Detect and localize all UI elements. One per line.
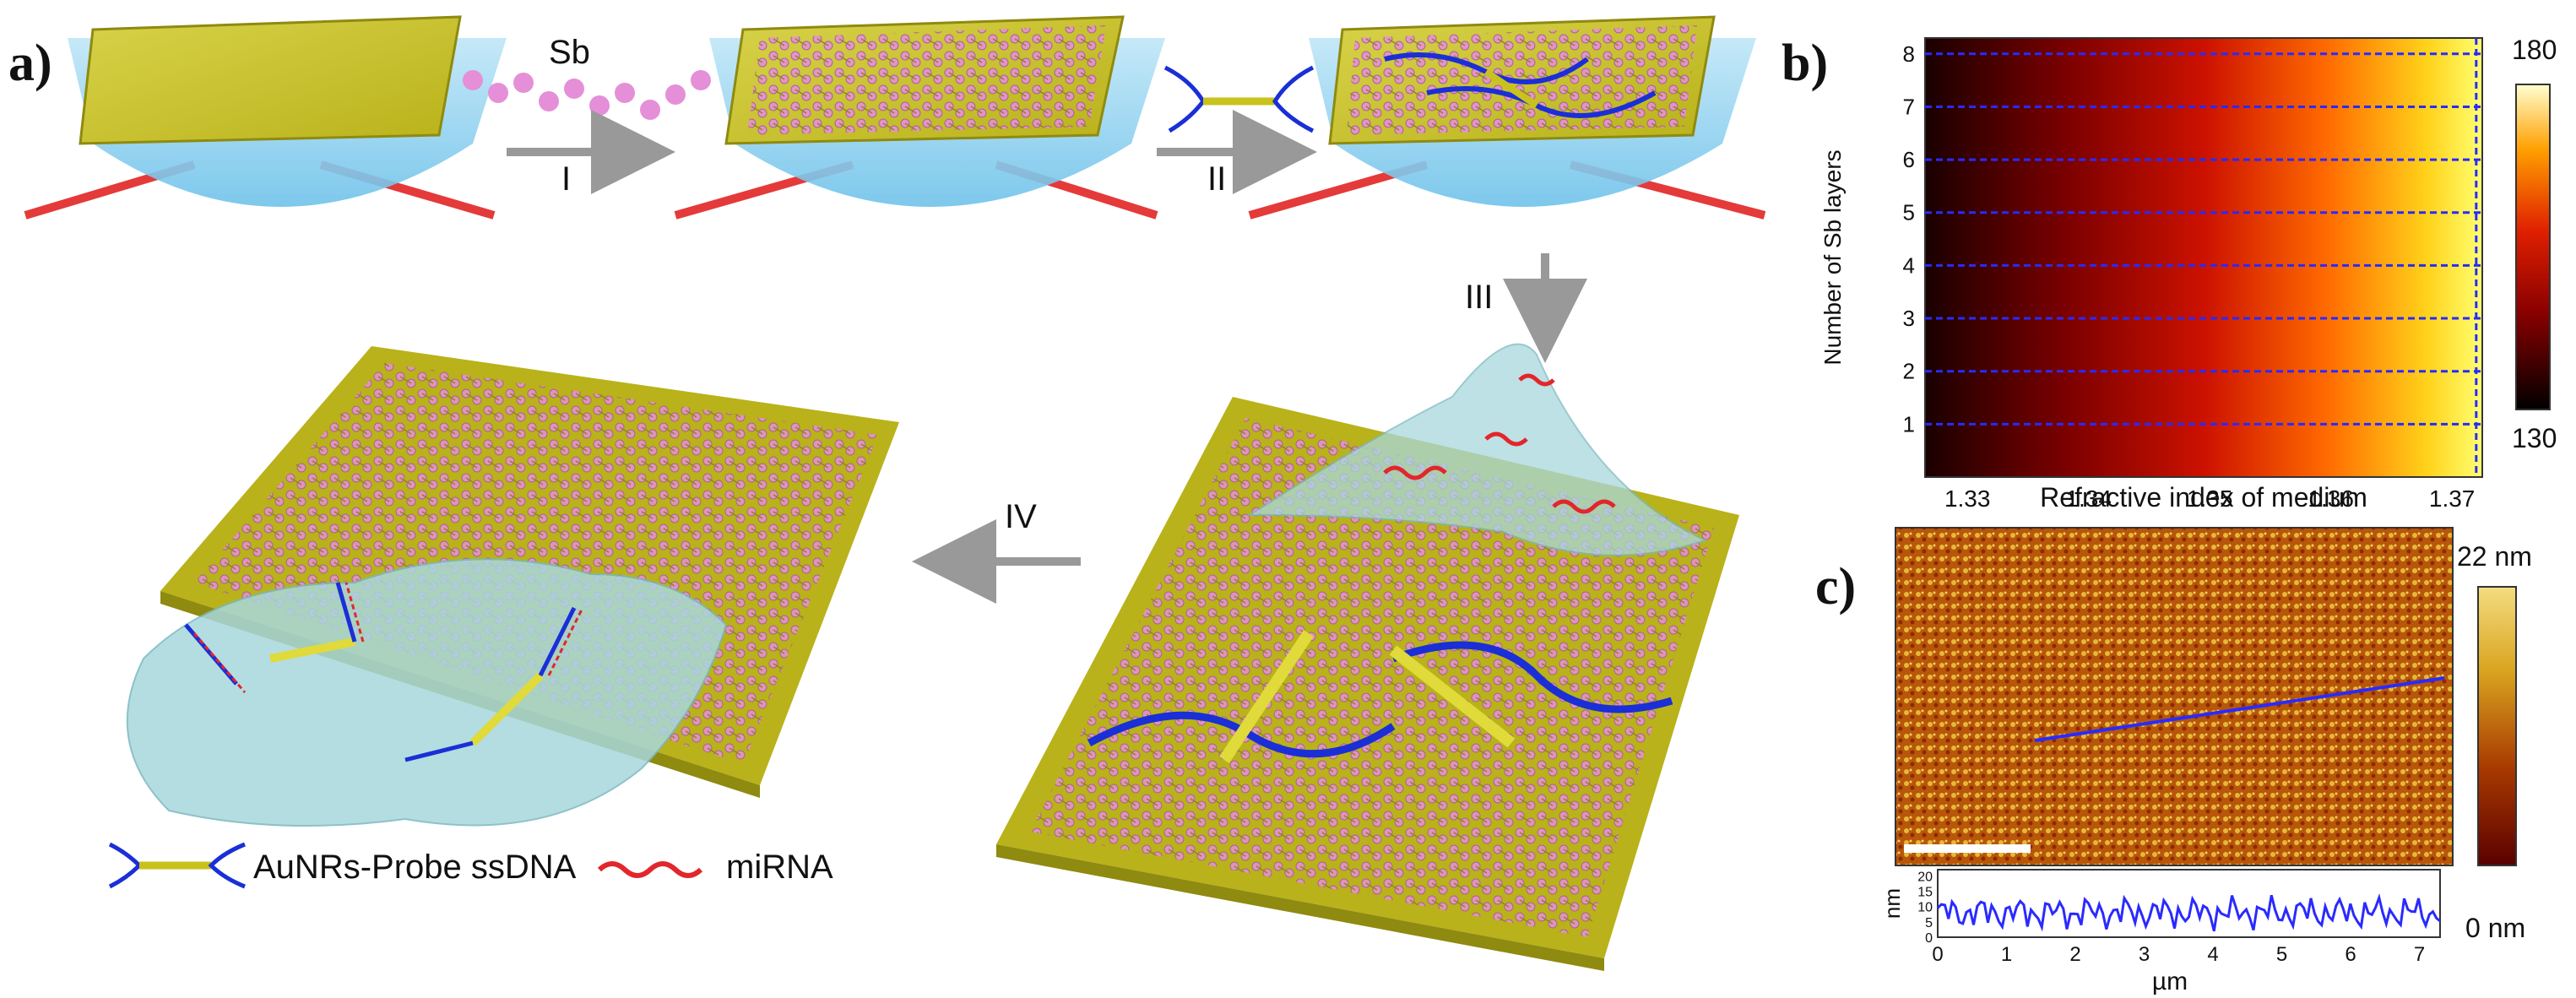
y-tick-label: 8	[1903, 41, 1915, 67]
y-tick-label: 6	[1903, 147, 1915, 172]
probe-icon	[1163, 65, 1315, 133]
y-tick-label: 2	[1903, 359, 1915, 384]
profile-x-tick: 7	[2414, 943, 2425, 966]
spr-prism-probe-loaded	[1248, 15, 1766, 220]
profile-y-axis-label: nm	[1879, 888, 1905, 919]
step-2-label: II	[1207, 160, 1226, 198]
afm-colorbar-min: 0 nm	[2465, 913, 2525, 943]
y-tick-label: 7	[1903, 94, 1915, 119]
profile-x-tick: 1	[2001, 943, 2012, 966]
heatmap-plot-area	[1924, 37, 2483, 478]
legend-mirna-label: miRNA	[726, 849, 833, 886]
x-tick-label: 1.35	[2187, 485, 2233, 512]
afm-colorbar-max: 22 nm	[2457, 541, 2532, 572]
scale-bar	[1904, 844, 2031, 853]
legend-probe	[108, 842, 246, 889]
x-axis-label: Refractive index of medium	[2040, 482, 2367, 513]
y-tick-label: 3	[1903, 306, 1915, 331]
sb-label: Sb	[549, 34, 590, 71]
profile-trace	[1936, 892, 2441, 932]
profile-x-tick: 6	[2345, 943, 2356, 966]
chip-with-mirna-drop	[996, 343, 1739, 971]
afm-image	[1895, 527, 2454, 866]
chip-hybridized	[126, 346, 899, 827]
step-1-label: I	[561, 160, 571, 198]
x-tick-label: 1.36	[2308, 485, 2354, 512]
profile-x-tick: 0	[1932, 943, 1943, 966]
profile-y-tick: 0	[1925, 931, 1933, 946]
profile-x-tick: 3	[2139, 943, 2150, 966]
colorbar-max: 180	[2512, 35, 2557, 65]
x-tick-label: 1.37	[2429, 485, 2476, 512]
panel-c-label: c)	[1815, 558, 1856, 616]
sb-molecules-icon	[463, 70, 711, 120]
panel-b-label: b)	[1782, 35, 1828, 92]
profile-x-tick: 5	[2276, 943, 2287, 966]
profile-y-tick: 5	[1925, 916, 1933, 930]
heatmap-chart: 1.33 1.34 1.35 1.36 1.37 1 2 3 4 5 6 7 8 Refractive…	[1819, 35, 2557, 513]
y-axis-label: Number of Sb layers	[1819, 149, 1846, 365]
x-tick-labels: 1.33 1.34 1.35 1.36 1.37	[1944, 485, 2475, 512]
y-tick-label: 4	[1903, 252, 1915, 278]
profile-y-tick: 10	[1917, 901, 1933, 915]
panel-a-label: a)	[8, 35, 52, 92]
x-tick-label: 1.34	[2065, 485, 2112, 512]
step-4-label: IV	[1005, 498, 1037, 535]
profile-y-tick: 20	[1917, 870, 1933, 884]
layer-lines	[1925, 52, 2482, 426]
profile-x-tick: 2	[2069, 943, 2080, 966]
y-tick-label: 5	[1903, 200, 1915, 225]
y-tick-labels: 1 2 3 4 5 6 7 8	[1903, 41, 1915, 437]
profile-x-axis-label: µm	[2152, 968, 2188, 995]
spr-prism-sb-coated	[674, 15, 1165, 220]
profile-x-tick: 4	[2207, 943, 2218, 966]
legend-probe-label: AuNRs-Probe ssDNA	[253, 849, 577, 886]
y-tick-label: 1	[1903, 411, 1915, 437]
afm-colorbar	[2477, 586, 2517, 866]
heatmap-colorbar	[2515, 84, 2551, 410]
afm-scan-line	[2034, 676, 2445, 742]
x-tick-label: 1.33	[1944, 485, 1991, 512]
colorbar-min: 130	[2512, 423, 2557, 453]
profile-y-tick: 15	[1917, 885, 1933, 899]
step-3-label: III	[1465, 279, 1493, 316]
spr-prism-bare	[24, 15, 507, 220]
profile-x-ticks: 0 1 2 3 4 5 6 7	[1932, 943, 2425, 966]
legend-mirna-icon	[597, 861, 703, 878]
